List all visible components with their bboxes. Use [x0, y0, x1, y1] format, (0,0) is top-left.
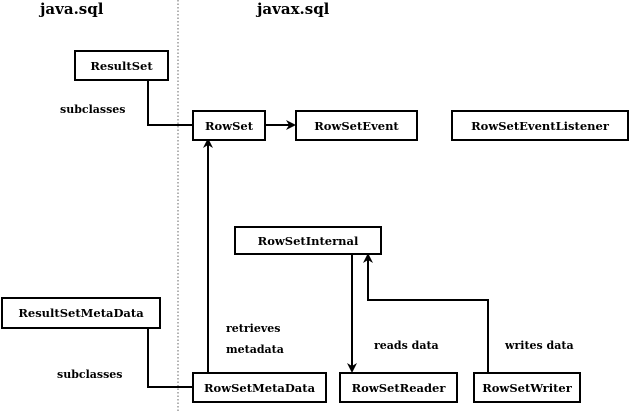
connectors: [147, 80, 489, 388]
edge-label-metadata: metadata: [226, 343, 284, 356]
edge-label-subclasses-bottom: subclasses: [57, 368, 122, 381]
class-box-rowseteventlistener: RowSetEventListener: [451, 110, 629, 141]
class-label-rowsetevent: RowSetEvent: [314, 119, 399, 133]
class-box-rowsetevent: RowSetEvent: [295, 110, 418, 141]
package-label-java-sql: java.sql: [38, 0, 104, 18]
class-label-rowseteventlistener: RowSetEventListener: [471, 119, 610, 133]
connector-resultsetmetadata-rowsetmetadata: [147, 328, 193, 388]
class-label-rowsetreader: RowSetReader: [352, 381, 447, 395]
class-box-rowsetreader: RowSetReader: [339, 372, 458, 403]
class-label-resultsetmetadata: ResultSetMetaData: [18, 306, 144, 320]
arrow-rowsetwriter-to-rowsetinternal: [363, 253, 489, 373]
class-box-rowsetwriter: RowSetWriter: [473, 372, 581, 403]
class-box-resultsetmetadata: ResultSetMetaData: [1, 297, 161, 329]
edge-label-retrieves: retrieves: [226, 322, 280, 335]
class-box-resultset: ResultSet: [74, 50, 169, 81]
class-label-rowsetwriter: RowSetWriter: [482, 381, 573, 395]
connector-resultset-rowset: [147, 80, 193, 126]
class-label-rowsetinternal: RowSetInternal: [258, 234, 359, 248]
edge-label-writes-data: writes data: [504, 339, 574, 352]
class-label-rowset: RowSet: [205, 119, 254, 133]
class-label-resultset: ResultSet: [90, 59, 153, 73]
class-label-rowsetmetadata: RowSetMetaData: [204, 381, 316, 395]
edge-label-reads-data: reads data: [374, 339, 439, 352]
package-label-javax-sql: javax.sql: [255, 0, 330, 18]
class-box-rowsetmetadata: RowSetMetaData: [192, 372, 327, 403]
class-box-rowsetinternal: RowSetInternal: [234, 226, 382, 255]
class-box-rowset: RowSet: [192, 110, 266, 141]
edge-label-subclasses-top: subclasses: [60, 103, 125, 116]
